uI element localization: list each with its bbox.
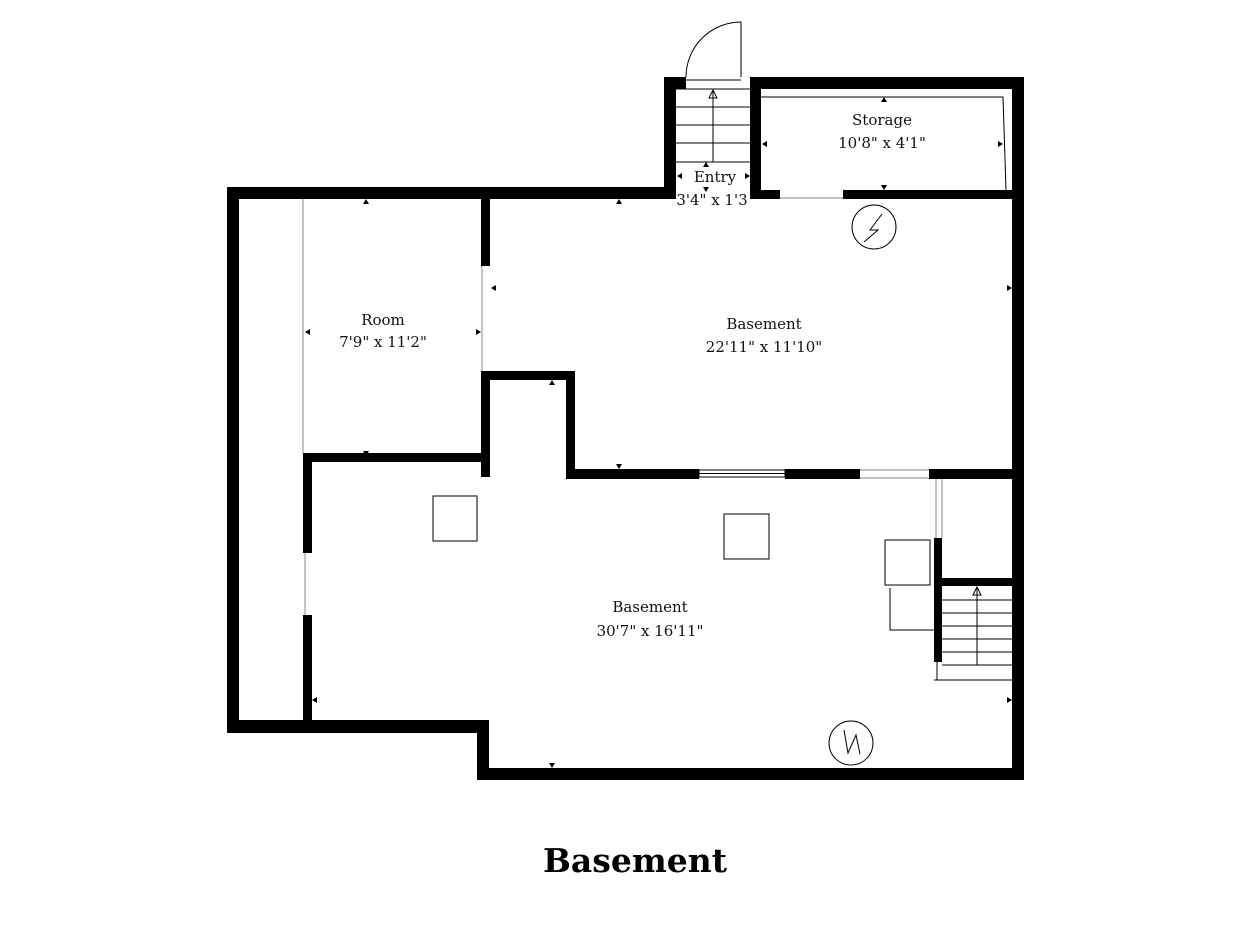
- appliance: [889, 588, 934, 631]
- furnace-icon: [828, 720, 874, 766]
- basement-lower-name: Basement: [612, 598, 687, 616]
- wall: [750, 77, 761, 199]
- wall: [481, 371, 574, 380]
- storage-dims: 10'8" x 4'1": [838, 134, 926, 152]
- water-heater-icon: [851, 204, 897, 250]
- column: [723, 513, 770, 560]
- basement-upper-name: Basement: [726, 315, 801, 333]
- interior-walls: [303, 199, 1024, 725]
- wall: [750, 77, 1024, 89]
- entry-door: [685, 21, 742, 81]
- basement-upper-dims: 22'11" x 11'10": [706, 338, 822, 356]
- basement-lower-dims: 30'7" x 16'11": [597, 622, 704, 640]
- storage-name: Storage: [852, 111, 912, 129]
- staircase-entry: [676, 88, 750, 163]
- wall: [664, 77, 686, 89]
- wall: [929, 469, 1024, 479]
- wall: [477, 720, 489, 780]
- wall: [934, 538, 942, 582]
- wall: [934, 578, 1024, 586]
- dimension-markers: [305, 97, 1012, 768]
- wall: [566, 469, 699, 479]
- wall: [566, 371, 575, 479]
- wall: [481, 371, 490, 477]
- wall: [785, 469, 860, 479]
- wall: [1012, 77, 1024, 780]
- room-labels: Storage 10'8" x 4'1" Entry 3'4" x 1'3 Ro…: [339, 111, 926, 640]
- wall: [227, 720, 489, 733]
- floor-title: Basement: [543, 841, 728, 880]
- entry-dims: 3'4" x 1'3: [676, 191, 747, 209]
- wall: [843, 190, 1024, 199]
- wall: [303, 453, 312, 553]
- wall: [481, 199, 490, 266]
- wall: [934, 578, 942, 662]
- room-name: Room: [361, 311, 405, 329]
- room-dims: 7'9" x 11'2": [339, 333, 427, 351]
- staircase-interior: [934, 585, 1012, 681]
- wall: [303, 453, 490, 462]
- appliance: [884, 539, 931, 586]
- wall: [227, 187, 675, 199]
- column: [432, 495, 478, 542]
- wall: [750, 190, 780, 199]
- fixtures: [432, 204, 934, 766]
- wall: [477, 768, 1024, 780]
- wall: [303, 615, 312, 725]
- wall: [227, 187, 239, 733]
- wall: [664, 77, 676, 199]
- openings: [302, 96, 1007, 615]
- entry-name: Entry: [694, 168, 737, 186]
- outer-walls: [227, 77, 1024, 780]
